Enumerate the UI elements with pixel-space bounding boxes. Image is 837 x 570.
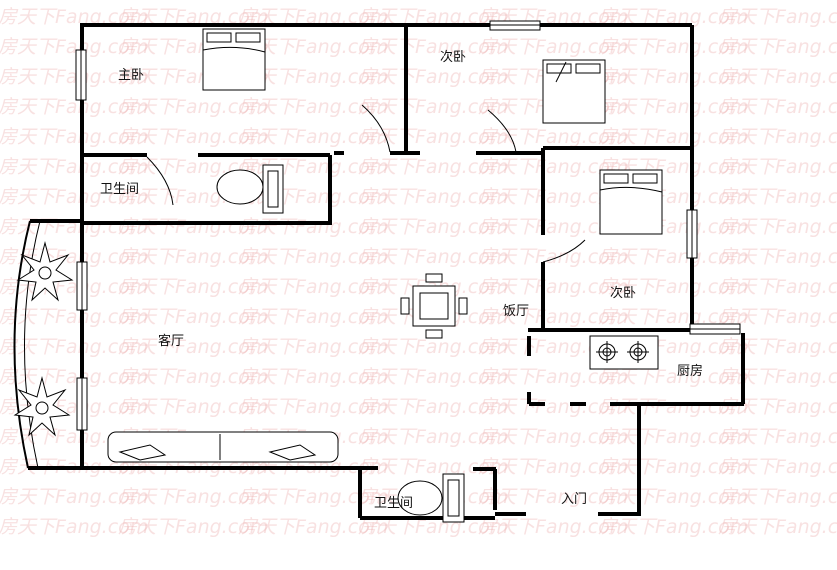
dining-table-icon <box>400 273 468 339</box>
bed-icon <box>599 169 663 235</box>
toilet-icon <box>397 473 465 523</box>
room-label-second-bedroom: 次卧 <box>440 50 467 65</box>
bed-icon <box>542 59 606 124</box>
windows <box>75 20 741 431</box>
room-label-dining-room: 饭厅 <box>503 304 530 319</box>
room-label-kitchen: 厨房 <box>677 364 704 379</box>
plant-icon <box>13 376 71 437</box>
room-label-living-room: 客厅 <box>158 334 185 349</box>
room-label-bathroom: 卫生间 <box>374 496 414 511</box>
door-swings <box>146 104 586 263</box>
room-label-second-bedroom: 次卧 <box>610 286 637 301</box>
room-label-master-bedroom: 主卧 <box>118 68 145 83</box>
room-label-bathroom: 卫生间 <box>100 182 140 197</box>
bed-icon <box>202 28 266 91</box>
stove-icon <box>589 335 659 370</box>
toilet-icon <box>216 164 284 214</box>
room-label-entrance: 入门 <box>561 492 588 507</box>
balcony-curve <box>13 220 31 469</box>
walls <box>28 23 745 520</box>
sofa-icon <box>107 431 339 463</box>
plant-icon <box>16 241 74 302</box>
